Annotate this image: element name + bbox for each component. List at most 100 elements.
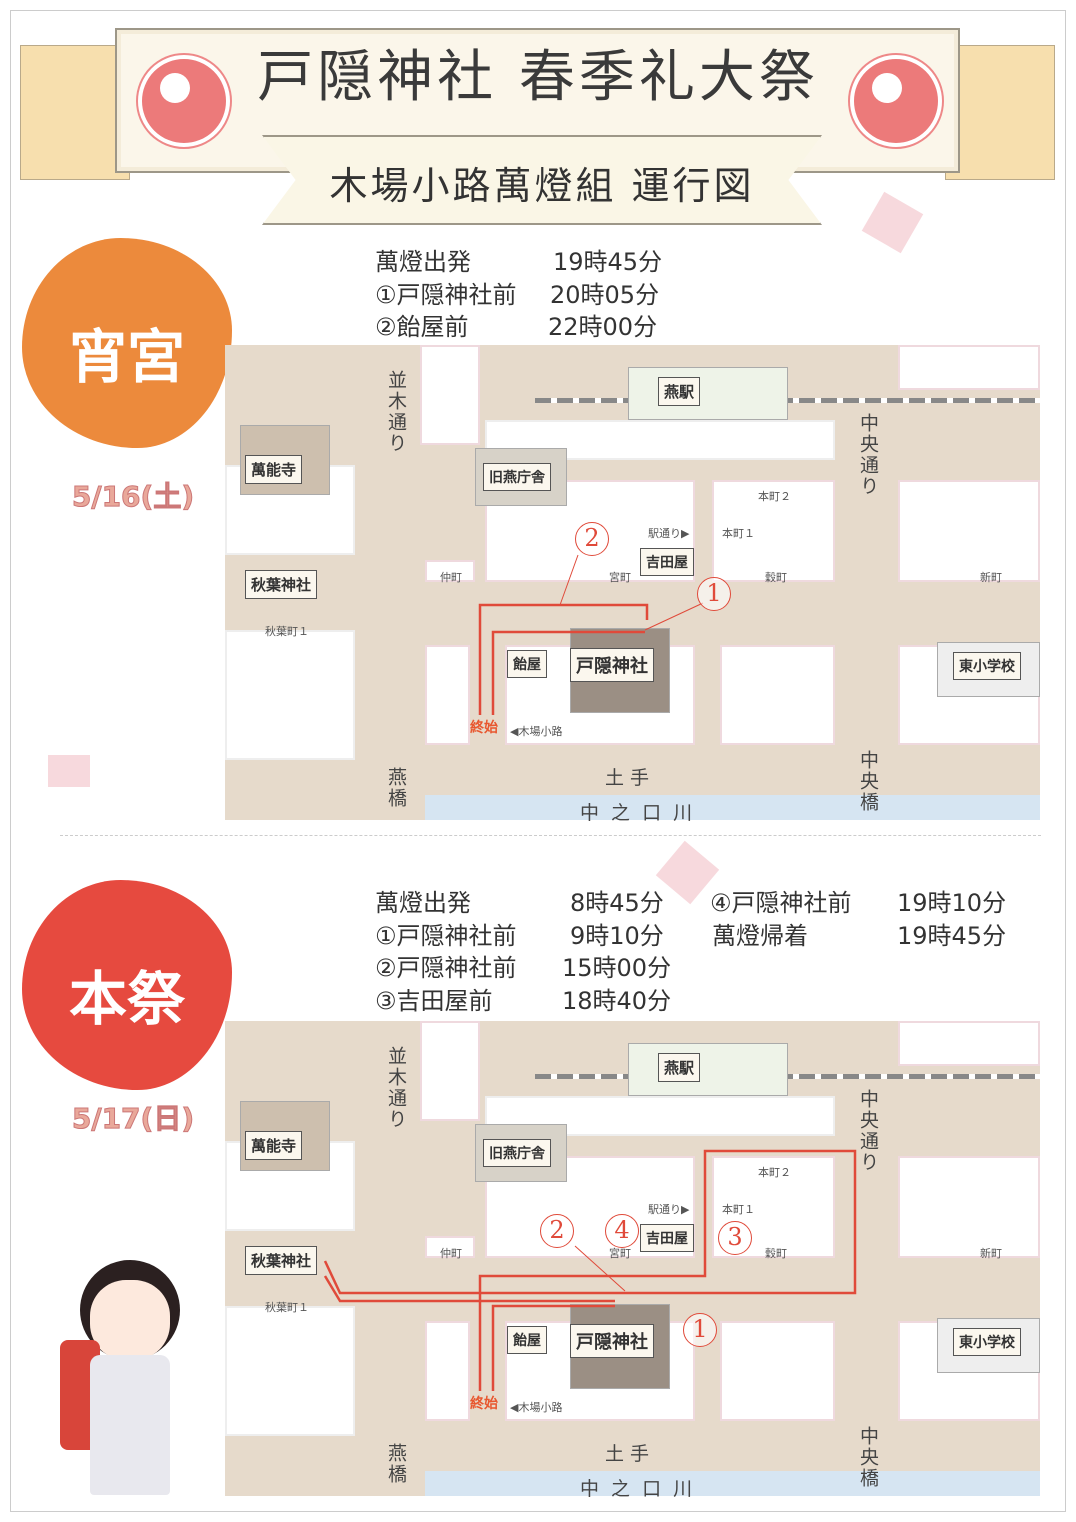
map-label-honcho1: 本町１: [722, 527, 755, 540]
map-label-ameya: 飴屋: [507, 650, 547, 678]
text: 19時45分: [897, 921, 1007, 950]
map-label-kiba: ◀木場小路: [510, 725, 563, 738]
city-block: [425, 1321, 470, 1421]
city-block: [485, 1096, 835, 1136]
route-marker: 2: [540, 1214, 574, 1248]
map-label-ekidori: 駅通り▶: [648, 527, 690, 540]
map-label-dote: 土 手: [605, 767, 650, 789]
city-block: [420, 1021, 480, 1121]
text: ②飴屋前: [375, 313, 469, 341]
map-label-akiba: 秋葉神社: [245, 570, 318, 599]
city-block: [712, 480, 835, 582]
schedule-row: ③吉田屋前 18時40分: [375, 985, 1035, 1018]
city-block: [425, 645, 470, 745]
text: 22時00分: [548, 313, 658, 341]
ribbon-right: [945, 45, 1055, 180]
map-label-miyamachi: 宮町: [609, 1247, 631, 1260]
map-label-river: 中 之 口 川: [580, 1478, 696, 1500]
yoimiya-badge: 宵宮: [22, 238, 232, 448]
map-label-chuo-bridge: 中央橋: [857, 750, 879, 813]
city-block: [898, 345, 1040, 390]
map-label-miyamachi: 宮町: [609, 571, 631, 584]
mitsudomoe-crest-icon: [138, 55, 230, 147]
map-label-namiki: 並木通り: [385, 370, 407, 454]
poster-frame: [10, 10, 1066, 1512]
map-label-shinmachi: 新町: [980, 1247, 1002, 1260]
map-label-honcho1: 本町１: [722, 1203, 755, 1216]
map-label-start-end: 終始: [470, 720, 498, 736]
city-block: [720, 645, 835, 745]
city-block: [225, 630, 355, 760]
route-lines: [478, 554, 704, 715]
map-label-yoshidaya: 吉田屋: [640, 548, 694, 576]
honsai-badge: 本祭: [22, 880, 232, 1090]
mascot-illustration: [60, 1240, 200, 1500]
map-label-old-office: 旧燕庁舎: [483, 463, 551, 491]
map-label-shrine: 戸隠神社: [570, 648, 654, 682]
text: ③吉田屋前: [375, 986, 493, 1015]
text: ④戸隠神社前: [710, 889, 852, 917]
building: [628, 1043, 788, 1096]
river: [425, 1471, 1040, 1496]
text: 18時40分: [562, 986, 672, 1015]
map-label-koku: 穀町: [765, 1247, 787, 1260]
route-map-honsai: 燕駅 旧燕庁舎 萬能寺 秋葉神社 秋葉町１ 並木通り 中央通り 燕橋 中央橋 土…: [225, 1021, 1040, 1500]
map-label-shinmachi: 新町: [980, 571, 1002, 584]
map-label-ameya: 飴屋: [507, 1326, 547, 1354]
page-title: 戸隠神社 春季礼大祭: [257, 45, 819, 110]
confetti: [48, 755, 90, 787]
map-label-tsubame-bridge: 燕橋: [385, 1443, 407, 1485]
map-label-start-end: 終始: [470, 1396, 498, 1412]
river: [425, 795, 1040, 820]
route-marker: 2: [575, 522, 609, 556]
mitsudomoe-crest-icon: [850, 55, 942, 147]
map-label-nakamachi: 仲町: [440, 1247, 462, 1260]
map-label-akiba: 秋葉神社: [245, 1246, 318, 1275]
building: [628, 367, 788, 420]
text: 萬燈出発: [375, 248, 471, 276]
ribbon-left: [20, 45, 130, 180]
section-divider: [60, 835, 1041, 836]
map-label-school: 東小学校: [953, 1328, 1021, 1356]
section-date: 5/16(土): [71, 480, 195, 514]
text: 15時00分: [562, 954, 672, 982]
text: 8時45分: [570, 889, 664, 917]
map-label-old-office: 旧燕庁舎: [483, 1139, 551, 1167]
map-label-honcho2: 本町２: [758, 1166, 791, 1179]
route-marker: 3: [718, 1221, 752, 1255]
map-label-akiba-town: 秋葉町１: [265, 1301, 309, 1314]
map-label-nakamachi: 仲町: [440, 571, 462, 584]
map-label-dote: 土 手: [605, 1443, 650, 1465]
map-label-yoshidaya: 吉田屋: [640, 1224, 694, 1252]
map-label-station: 燕駅: [658, 377, 701, 406]
map-label-shrine: 戸隠神社: [570, 1324, 654, 1358]
city-block: [898, 480, 1040, 582]
map-label-bannoji: 萬能寺: [245, 455, 303, 484]
city-block: [225, 1306, 355, 1436]
route-marker: 1: [697, 577, 731, 611]
city-block: [425, 560, 475, 582]
map-label-chuo: 中央通り: [857, 1089, 879, 1173]
map-label-kiba: ◀木場小路: [510, 1401, 563, 1414]
map-label-akiba-town: 秋葉町１: [265, 625, 309, 638]
city-block: [420, 345, 480, 445]
map-label-river: 中 之 口 川: [580, 802, 696, 824]
route-map-yoimiya: 燕駅 旧燕庁舎 萬能寺 秋葉神社 秋葉町１ 並木通り 中央通り 燕橋 中央橋 土…: [225, 345, 1040, 824]
text: ①戸隠神社前: [375, 280, 517, 309]
text: 19時10分: [897, 889, 1007, 917]
route-lines: [323, 1149, 857, 1391]
map-label-ekidori: 駅通り▶: [648, 1203, 690, 1216]
section-name: 本祭: [68, 965, 185, 1033]
map-label-school: 東小学校: [953, 652, 1021, 680]
section-date: 5/17(日): [71, 1102, 195, 1136]
city-block: [898, 1021, 1040, 1066]
route-marker: 1: [683, 1313, 717, 1347]
map-label-koku: 穀町: [765, 571, 787, 584]
map-label-bannoji: 萬能寺: [245, 1131, 303, 1160]
